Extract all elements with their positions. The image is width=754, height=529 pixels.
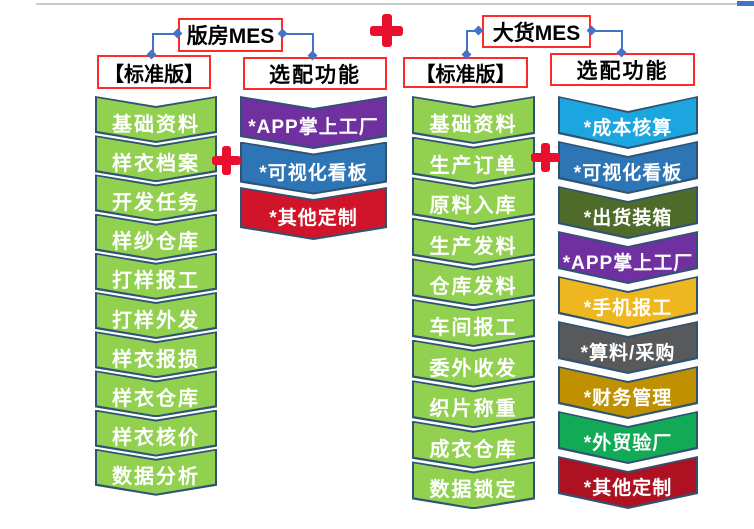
optional-items-column: *成本核算 *可视化看板 *出货装箱 *APP掌上工厂 *手机报工 *算料/采购…: [558, 0, 698, 529]
chevron-item-label: *其他定制: [269, 208, 358, 229]
chevron-item-label: 样衣核价: [112, 427, 200, 450]
chevron-item: 样衣核价: [95, 410, 217, 457]
chevron-item-label: 成衣仓库: [429, 438, 518, 461]
top-divider-line: [36, 3, 737, 5]
standard-version-header: 【标准版】: [97, 55, 211, 89]
chevron-item: *成本核算: [558, 96, 698, 149]
optional-items-column: *APP掌上工厂 *可视化看板 *其他定制: [240, 0, 387, 529]
chevron-item-label: 样纱仓库: [112, 231, 200, 254]
plus-icon: [531, 143, 560, 172]
chevron-item: 成衣仓库: [412, 421, 535, 469]
chevron-item-label: 生产订单: [429, 154, 518, 177]
connector-line: [466, 31, 468, 55]
chevron-item-label: *算料/采购: [580, 342, 676, 364]
chevron-item-label: *可视化看板: [259, 162, 368, 184]
plus-icon: [212, 146, 241, 175]
connector-line: [152, 33, 179, 35]
chevron-item: *可视化看板: [240, 142, 387, 195]
chevron-item: 打样报工: [95, 253, 217, 300]
chevron-item: 基础资料: [95, 96, 217, 143]
chevron-item-label: *成本核算: [583, 117, 673, 139]
chevron-item: 基础资料: [412, 96, 535, 144]
chevron-item-label: *财务管理: [583, 387, 673, 409]
chevron-item-label: *出货装箱: [583, 207, 673, 229]
plus-icon: [370, 14, 403, 47]
chevron-item: 织片称重: [412, 380, 535, 428]
chevron-item-label: 开发任务: [112, 191, 200, 214]
chevron-item-label: 打样外发: [112, 309, 200, 332]
chevron-item-label: 织片称重: [429, 398, 518, 421]
chevron-item-label: 委外收发: [429, 357, 518, 380]
chevron-item-label: *其他定制: [583, 477, 673, 499]
standard-version-header: 【标准版】: [403, 57, 528, 88]
connector-line: [591, 30, 623, 32]
chevron-item-label: *手机报工: [583, 297, 673, 319]
tree-title: 大货MES: [482, 15, 591, 48]
chevron-item-label: *APP掌上工厂: [562, 252, 694, 274]
optional-features-header: 选配功能: [243, 57, 387, 90]
chevron-item-label: 样衣档案: [112, 152, 200, 175]
chevron-item-label: 仓库发料: [429, 276, 518, 299]
standard-items-column: 基础资料 样衣档案 开发任务 样纱仓库 打样报工 打样外发 样衣报损 样衣仓库 …: [95, 0, 217, 529]
connector-line: [152, 34, 154, 55]
chevron-item-label: 原料入库: [429, 195, 518, 218]
chevron-item: 车间报工: [412, 299, 535, 347]
chevron-item-label: 样衣仓库: [112, 387, 200, 410]
chevron-item-label: 车间报工: [429, 317, 518, 339]
chevron-item-label: 数据锁定: [429, 479, 518, 502]
chevron-item: 打样外发: [95, 292, 217, 339]
chevron-item-label: 基础资料: [429, 114, 518, 136]
chevron-item-label: 生产发料: [429, 235, 518, 258]
top-divider-accent: [737, 1, 754, 6]
chevron-item-label: 打样报工: [112, 270, 200, 293]
connector-line: [282, 33, 314, 35]
connector-line: [621, 30, 623, 53]
chevron-item: *其他定制: [240, 187, 387, 240]
chevron-item-label: 样衣报损: [112, 348, 200, 371]
chevron-item-label: *APP掌上工厂: [248, 117, 379, 138]
chevron-item: 生产发料: [412, 218, 535, 266]
chevron-item: *APP掌上工厂: [240, 96, 387, 149]
standard-items-column: 基础资料 生产订单 原料入库 生产发料 仓库发料 车间报工 委外收发 织片称重 …: [412, 0, 535, 529]
chevron-item-label: 数据分析: [112, 466, 200, 489]
connector-line: [312, 33, 314, 56]
chevron-item-label: 基础资料: [112, 113, 200, 136]
chevron-item-label: *外贸验厂: [583, 432, 673, 454]
chevron-item-label: *可视化看板: [573, 162, 683, 184]
chevron-item: 数据锁定: [412, 461, 535, 509]
tree-title: 版房MES: [178, 18, 283, 52]
